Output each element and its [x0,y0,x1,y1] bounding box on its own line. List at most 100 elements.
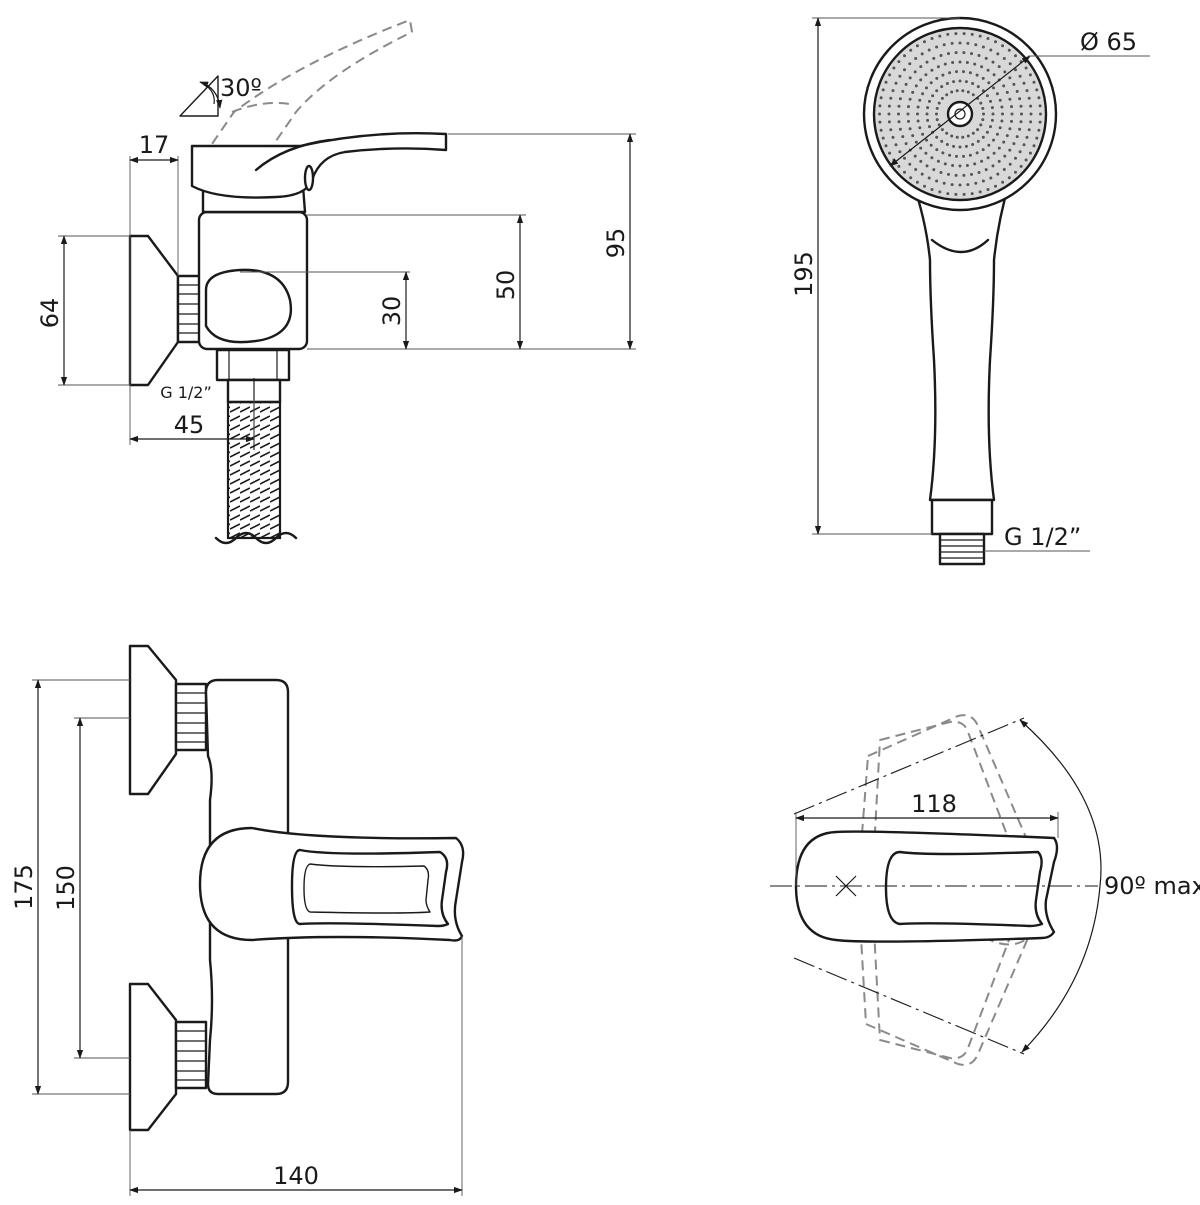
nozzle-dot [951,164,955,167]
nozzle-dot [927,48,931,52]
nozzle-dot [970,192,974,196]
nozzle-dot [1018,74,1022,78]
nozzle-dot [887,120,891,124]
nozzle-dot [887,104,891,108]
nozzle-dot [940,85,944,89]
nozzle-dot [1001,180,1005,184]
nozzle-dot [1035,136,1039,140]
nozzle-dot [897,164,901,168]
nozzle-dot [913,154,917,158]
nozzle-dot [958,41,962,45]
nozzle-dot [894,143,898,147]
nozzle-dot [915,180,919,184]
nozzle-dot [954,32,958,36]
shower-head-center [946,100,974,128]
nozzle-dot [932,56,936,60]
nozzle-dot [1019,120,1023,124]
nozzle-dot [1029,104,1033,108]
nozzle-dot [1029,112,1033,116]
nozzle-dot [1010,112,1014,116]
nozzle-dot [958,145,962,149]
angle-symbol [179,75,219,117]
nozzle-dot [954,51,958,55]
nozzle-dot [947,52,950,56]
nozzle-dot [968,153,972,157]
nozzle-dot [935,106,939,110]
nozzle-dot [976,85,980,89]
top-wall-flange [128,644,178,796]
nozzle-dot [948,71,952,75]
nozzle-dot [986,156,990,160]
nozzle-dot [894,81,898,85]
nozzle-dot [879,96,883,100]
nozzle-dot [914,84,918,88]
nozzle-dot [930,188,934,191]
dim-150-label: 150 [52,865,80,911]
nozzle-dot [962,154,965,158]
nozzle-dot [919,78,923,82]
nozzle-dot [1024,66,1028,70]
nozzle-dot [903,156,906,160]
nozzle-dot [903,54,906,58]
nozzle-dot [923,40,926,44]
hand-shower-handle [910,178,1012,502]
nozzle-dot [1015,135,1019,139]
nozzle-dot [943,62,947,66]
dim-195-label: 195 [790,251,818,297]
nozzle-dot [898,74,902,78]
nozzle-dot [879,128,883,132]
nozzle-dot [889,128,893,132]
nozzle-dot [878,104,882,108]
nozzle-dot [1001,44,1005,48]
nozzle-dot [935,45,939,49]
nozzle-dot [935,89,939,93]
nozzle-dot [946,192,950,196]
side-view: 17 95 50 30 64 45 G 1/2” 30º [36,19,636,545]
nozzle-dot [955,89,959,93]
nozzle-dot [884,80,888,84]
nozzle-dot [918,98,922,102]
nozzle-dot [1028,73,1032,77]
nozzle-dot [1001,112,1004,116]
nozzle-dot [954,192,958,196]
nozzle-dot [992,138,995,142]
nozzle-dot [950,134,954,138]
nozzle-dot [903,68,906,72]
nozzle-dot [898,127,902,131]
nozzle-dot [935,118,939,122]
nozzle-dot [936,65,940,69]
nozzle-dot [998,126,1002,130]
nozzle-dot [891,89,895,93]
dim-45-label: 45 [174,411,205,439]
nozzle-dot [1008,76,1012,80]
nozzle-dot [1014,54,1017,58]
nozzle-dot [945,82,949,85]
nozzle-dot [908,76,912,80]
nozzle-dot [918,126,922,130]
nozzle-dot [955,135,959,139]
nozzle-dot [984,56,988,60]
nozzle-dot [908,97,912,101]
nozzle-dot [1007,48,1011,52]
nozzle-dot [914,57,918,60]
nozzle-dot [989,125,992,129]
nozzle-dot [973,162,977,166]
nozzle-dot [984,168,988,172]
nozzle-dot [1002,57,1006,60]
nozzle-dot [901,135,905,139]
nozzle-dot [935,179,939,183]
nozzle-dot [962,51,966,55]
nozzle-dot [1029,120,1033,124]
nozzle-dot [997,159,1001,163]
nozzle-dot [942,43,946,47]
nozzle-dot [898,97,902,101]
nozzle-dot [947,172,950,176]
nozzle-dot [962,192,966,196]
nozzle-dot [941,73,945,77]
nozzle-dot [981,45,985,49]
nozzle-dot [932,168,936,172]
nozzle-dot [1037,128,1041,132]
nozzle-dot [1027,96,1031,100]
nozzle-dot [952,144,956,148]
